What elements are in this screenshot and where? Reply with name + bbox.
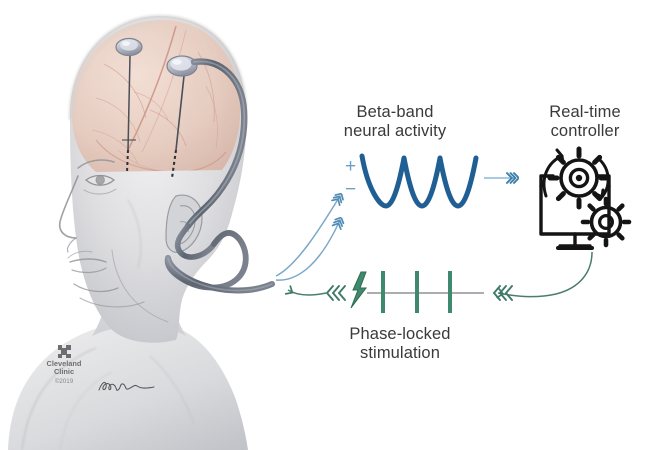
credit-copyright: ©2019 — [54, 377, 74, 385]
beta-band-sine-wave — [359, 153, 479, 209]
label-real-time-controller: Real-time controller — [549, 103, 621, 140]
controller-to-stimulation-arrow — [492, 251, 593, 301]
torso-shoulder — [8, 320, 248, 450]
lightning-bolt-icon — [350, 271, 367, 309]
stimulation-to-brain-arrow — [284, 285, 346, 301]
label-phase-locked-stimulation: Phase-locked stimulation — [349, 325, 451, 362]
illustrator-signature — [98, 381, 155, 391]
sense-contact-minus-sign: − — [345, 179, 357, 200]
extension-cable — [164, 58, 275, 294]
label-beta-band: Beta-band neural activity — [343, 103, 447, 140]
sense-arrow-positive — [275, 196, 340, 277]
dbs-electrodes — [115, 37, 198, 179]
credit-organization: Cleveland Clinic — [46, 359, 82, 377]
burr-hole-cap-posterior — [115, 37, 143, 57]
burr-hole-cap-anterior — [166, 55, 198, 77]
head — [58, 14, 248, 343]
closed-loop-diagram — [275, 146, 632, 313]
phase-locked-pulse-train — [367, 271, 484, 313]
patient-head-profile — [8, 14, 275, 450]
monitor-with-gears-icon — [539, 146, 632, 250]
sense-arrow-negative — [275, 220, 340, 281]
cleveland-clinic-logo — [57, 345, 71, 358]
credit-block: Cleveland Clinic ©2019 — [33, 345, 95, 385]
face-features — [58, 159, 169, 323]
sense-contact-plus-sign: + — [345, 156, 357, 177]
